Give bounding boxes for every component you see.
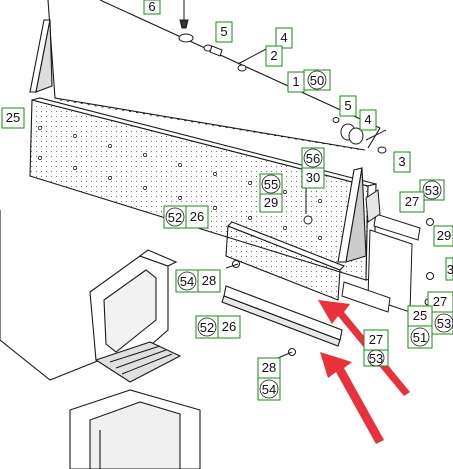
svg-text:27: 27 <box>405 194 419 209</box>
callout-4: 4 <box>275 27 293 49</box>
svg-text:26: 26 <box>190 209 204 224</box>
svg-text:28: 28 <box>262 360 276 375</box>
svg-text:6: 6 <box>148 0 155 14</box>
svg-text:2: 2 <box>270 48 277 63</box>
svg-text:4: 4 <box>364 112 371 127</box>
svg-text:52: 52 <box>200 320 214 335</box>
right-brackets <box>341 189 421 313</box>
svg-text:26: 26 <box>222 319 236 334</box>
svg-text:4: 4 <box>280 30 287 45</box>
hardware-bolts <box>178 0 434 359</box>
callout-56: 56 <box>301 147 325 169</box>
callout-27: 27 <box>399 191 425 213</box>
svg-text:29: 29 <box>264 195 278 210</box>
callouts: 6 5 4 2 1 50 25 5 4 3 56 55 30 29 53 27 … <box>1 0 453 401</box>
callout-53: 53 <box>431 311 453 335</box>
callout-50: 50 <box>303 69 331 91</box>
svg-text:56: 56 <box>306 151 320 166</box>
svg-text:55: 55 <box>264 177 278 192</box>
callout-53: 53 <box>419 179 445 201</box>
svg-text:52: 52 <box>168 210 182 225</box>
svg-text:5: 5 <box>220 24 227 39</box>
arrow-lower <box>320 352 384 444</box>
perforated-panel <box>29 97 377 281</box>
callout-54: 54 <box>257 377 281 401</box>
svg-text:53: 53 <box>369 351 383 366</box>
callout-25: 25 <box>1 107 25 129</box>
svg-text:54: 54 <box>180 274 194 289</box>
callout-5: 5 <box>215 21 233 43</box>
arrow-upper <box>318 300 410 396</box>
panel-holes <box>38 126 322 240</box>
upper-mounting-strip <box>225 221 345 301</box>
callout-3: 3 <box>393 151 411 173</box>
svg-text:25: 25 <box>6 110 20 125</box>
callout-27: 27 <box>363 329 389 351</box>
chassis-frame <box>0 210 201 469</box>
callout-53: 53 <box>363 349 389 367</box>
svg-text:28: 28 <box>202 273 216 288</box>
right-fin <box>337 167 367 263</box>
callout-52: 52 <box>195 315 219 339</box>
svg-text:53: 53 <box>437 316 451 331</box>
callout-4: 4 <box>359 109 377 131</box>
highlight-arrows <box>318 300 410 444</box>
callout-28: 28 <box>257 357 281 379</box>
callout-55: 55 <box>259 173 283 195</box>
callout-29: 29 <box>259 193 283 213</box>
svg-text:25: 25 <box>413 308 427 323</box>
svg-text:30: 30 <box>306 170 320 185</box>
callout-30: 30 <box>301 167 325 189</box>
svg-text:27: 27 <box>369 332 383 347</box>
callout-25: 25 <box>407 305 433 327</box>
svg-text:29: 29 <box>437 228 451 243</box>
svg-text:1: 1 <box>292 74 299 89</box>
svg-text:53: 53 <box>425 183 439 198</box>
callout-51: 51 <box>407 325 433 349</box>
callout-3: 3 <box>445 257 453 281</box>
callout-6: 6 <box>143 0 161 15</box>
svg-text:51: 51 <box>413 330 427 345</box>
svg-text:54: 54 <box>262 382 276 397</box>
lower-mounting-strip <box>221 285 343 347</box>
callout-26: 26 <box>185 205 209 229</box>
svg-text:3: 3 <box>398 154 405 169</box>
callout-2: 2 <box>265 45 283 67</box>
callout-52: 52 <box>163 205 187 229</box>
callout-27: 27 <box>427 291 453 313</box>
callout-1: 1 <box>287 71 305 93</box>
callout-29: 29 <box>433 225 453 247</box>
left-fin <box>29 19 53 93</box>
callout-54: 54 <box>175 269 199 293</box>
callout-28: 28 <box>197 269 221 293</box>
svg-text:27: 27 <box>433 294 447 309</box>
svg-text:5: 5 <box>344 98 351 113</box>
callout-5: 5 <box>339 95 357 117</box>
callout-26: 26 <box>217 315 241 339</box>
svg-text:3: 3 <box>447 262 453 277</box>
svg-text:50: 50 <box>310 73 324 88</box>
